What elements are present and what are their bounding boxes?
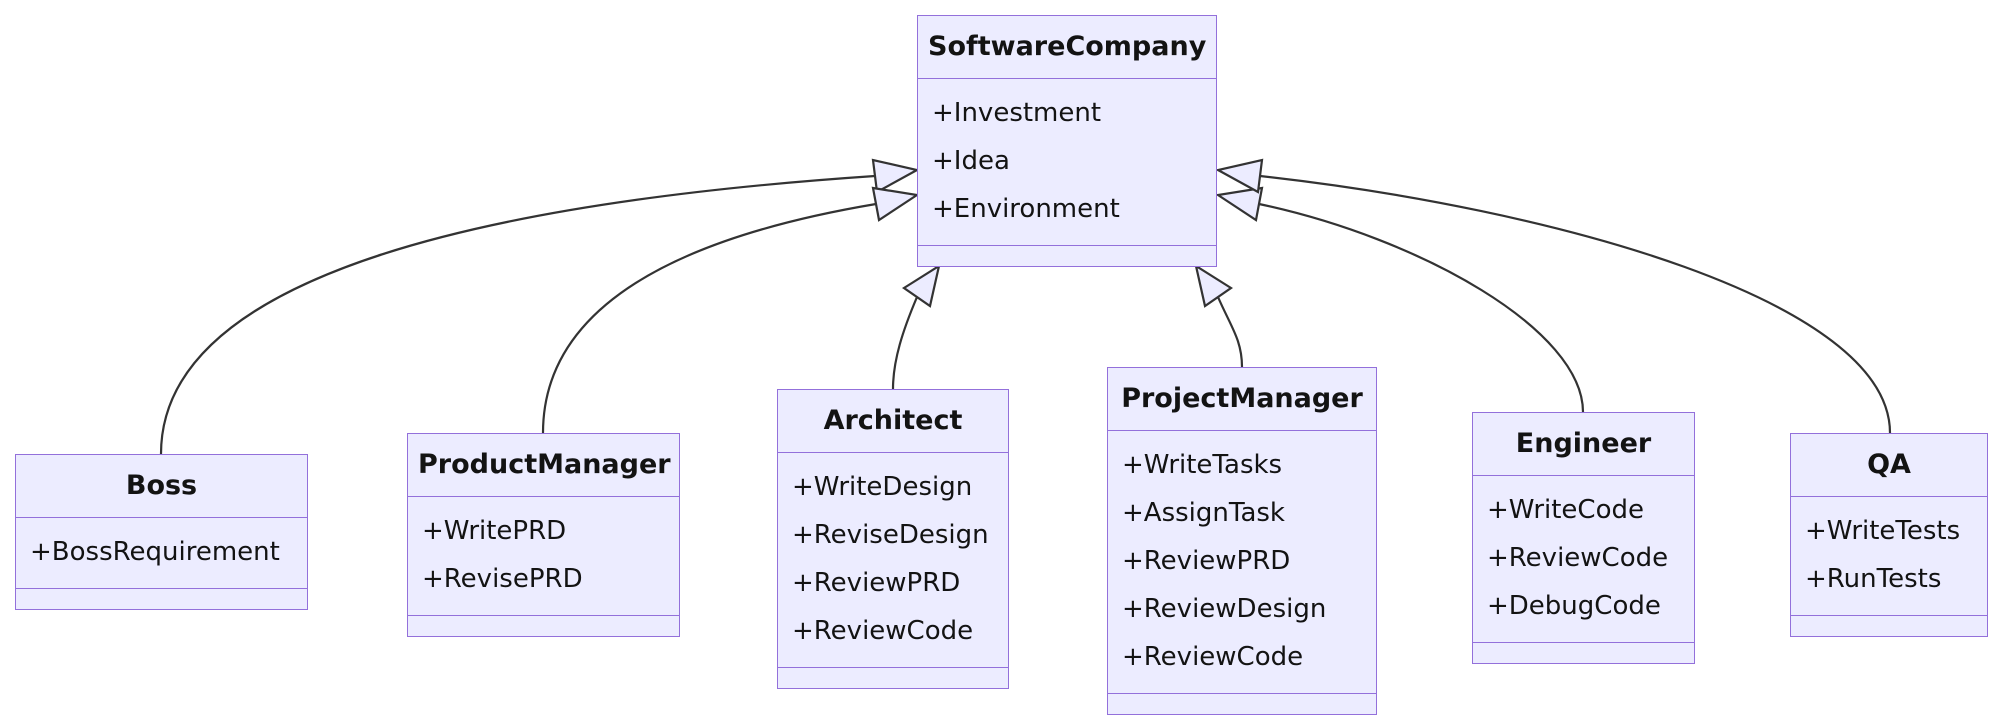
class-attribute: +RunTests: [1805, 564, 1942, 594]
class-box-engineer: Engineer +WriteCode +ReviewCode +DebugCo…: [1472, 412, 1695, 664]
class-title: Engineer: [1473, 413, 1694, 476]
class-methods-empty: [1108, 694, 1376, 714]
class-attribute: +WriteCode: [1487, 495, 1644, 525]
class-box-projectmanager: ProjectManager +WriteTasks +AssignTask +…: [1107, 367, 1377, 715]
class-attribute: +ReviewCode: [1122, 642, 1304, 672]
edge-engineer-to-softwarecompany: [1258, 202, 1585, 413]
inheritance-arrowhead-engineer: [1215, 186, 1264, 222]
class-attributes: +WriteTasks +AssignTask +ReviewPRD +Revi…: [1108, 431, 1376, 694]
edge-productmanager-to-softwarecompany: [541, 202, 877, 434]
class-title: Architect: [778, 390, 1008, 453]
class-attribute: +WriteTests: [1805, 516, 1961, 546]
class-methods-empty: [1791, 616, 1987, 636]
edge-boss-to-softwarecompany: [159, 174, 876, 455]
class-attribute: +ReviewPRD: [1122, 546, 1291, 576]
class-box-softwarecompany: SoftwareCompany +Investment +Idea +Envir…: [917, 15, 1217, 267]
class-attributes: +WritePRD +RevisePRD: [408, 497, 679, 616]
class-attribute: +Investment: [932, 98, 1102, 128]
inheritance-arrowhead-architect: [902, 263, 941, 308]
class-attribute: +Idea: [932, 146, 1010, 176]
class-title: QA: [1791, 434, 1987, 497]
class-box-architect: Architect +WriteDesign +ReviseDesign +Re…: [777, 389, 1009, 689]
class-methods-empty: [408, 616, 679, 636]
class-attributes: +WriteTests +RunTests: [1791, 497, 1987, 616]
edge-projectmanager-to-softwarecompany: [1216, 296, 1244, 368]
inheritance-arrowhead-productmanager: [871, 186, 920, 222]
class-attribute: +ReviewPRD: [792, 568, 961, 598]
class-attribute: +BossRequirement: [30, 537, 280, 567]
class-box-productmanager: ProductManager +WritePRD +RevisePRD: [407, 433, 680, 637]
class-attribute: +ReviewDesign: [1122, 594, 1327, 624]
class-attribute: +DebugCode: [1487, 591, 1661, 621]
class-methods-empty: [918, 246, 1216, 266]
class-box-boss: Boss +BossRequirement: [15, 454, 308, 610]
class-box-qa: QA +WriteTests +RunTests: [1790, 433, 1988, 637]
inheritance-arrowhead-qa: [1214, 158, 1264, 194]
class-methods-empty: [16, 589, 307, 609]
edge-qa-to-softwarecompany: [1259, 174, 1892, 434]
class-title: SoftwareCompany: [918, 16, 1216, 79]
class-attribute: +WritePRD: [422, 516, 567, 546]
class-methods-empty: [778, 668, 1008, 688]
class-attribute: +Environment: [932, 194, 1120, 224]
class-attribute: +WriteTasks: [1122, 450, 1283, 480]
inheritance-arrowhead-projectmanager: [1194, 263, 1233, 308]
class-attribute: +RevisePRD: [422, 564, 583, 594]
class-title: ProjectManager: [1108, 368, 1376, 431]
class-attribute: +ReviseDesign: [792, 520, 989, 550]
edge-architect-to-softwarecompany: [891, 296, 919, 390]
class-attributes: +WriteCode +ReviewCode +DebugCode: [1473, 476, 1694, 643]
inheritance-arrowhead-boss: [871, 158, 921, 194]
class-attribute: +ReviewCode: [1487, 543, 1669, 573]
class-attribute: +AssignTask: [1122, 498, 1285, 528]
class-attributes: +Investment +Idea +Environment: [918, 79, 1216, 246]
class-attribute: +WriteDesign: [792, 472, 973, 502]
class-attribute: +ReviewCode: [792, 616, 974, 646]
class-methods-empty: [1473, 643, 1694, 663]
class-title: Boss: [16, 455, 307, 518]
class-attributes: +BossRequirement: [16, 518, 307, 589]
class-attributes: +WriteDesign +ReviseDesign +ReviewPRD +R…: [778, 453, 1008, 668]
class-title: ProductManager: [408, 434, 679, 497]
